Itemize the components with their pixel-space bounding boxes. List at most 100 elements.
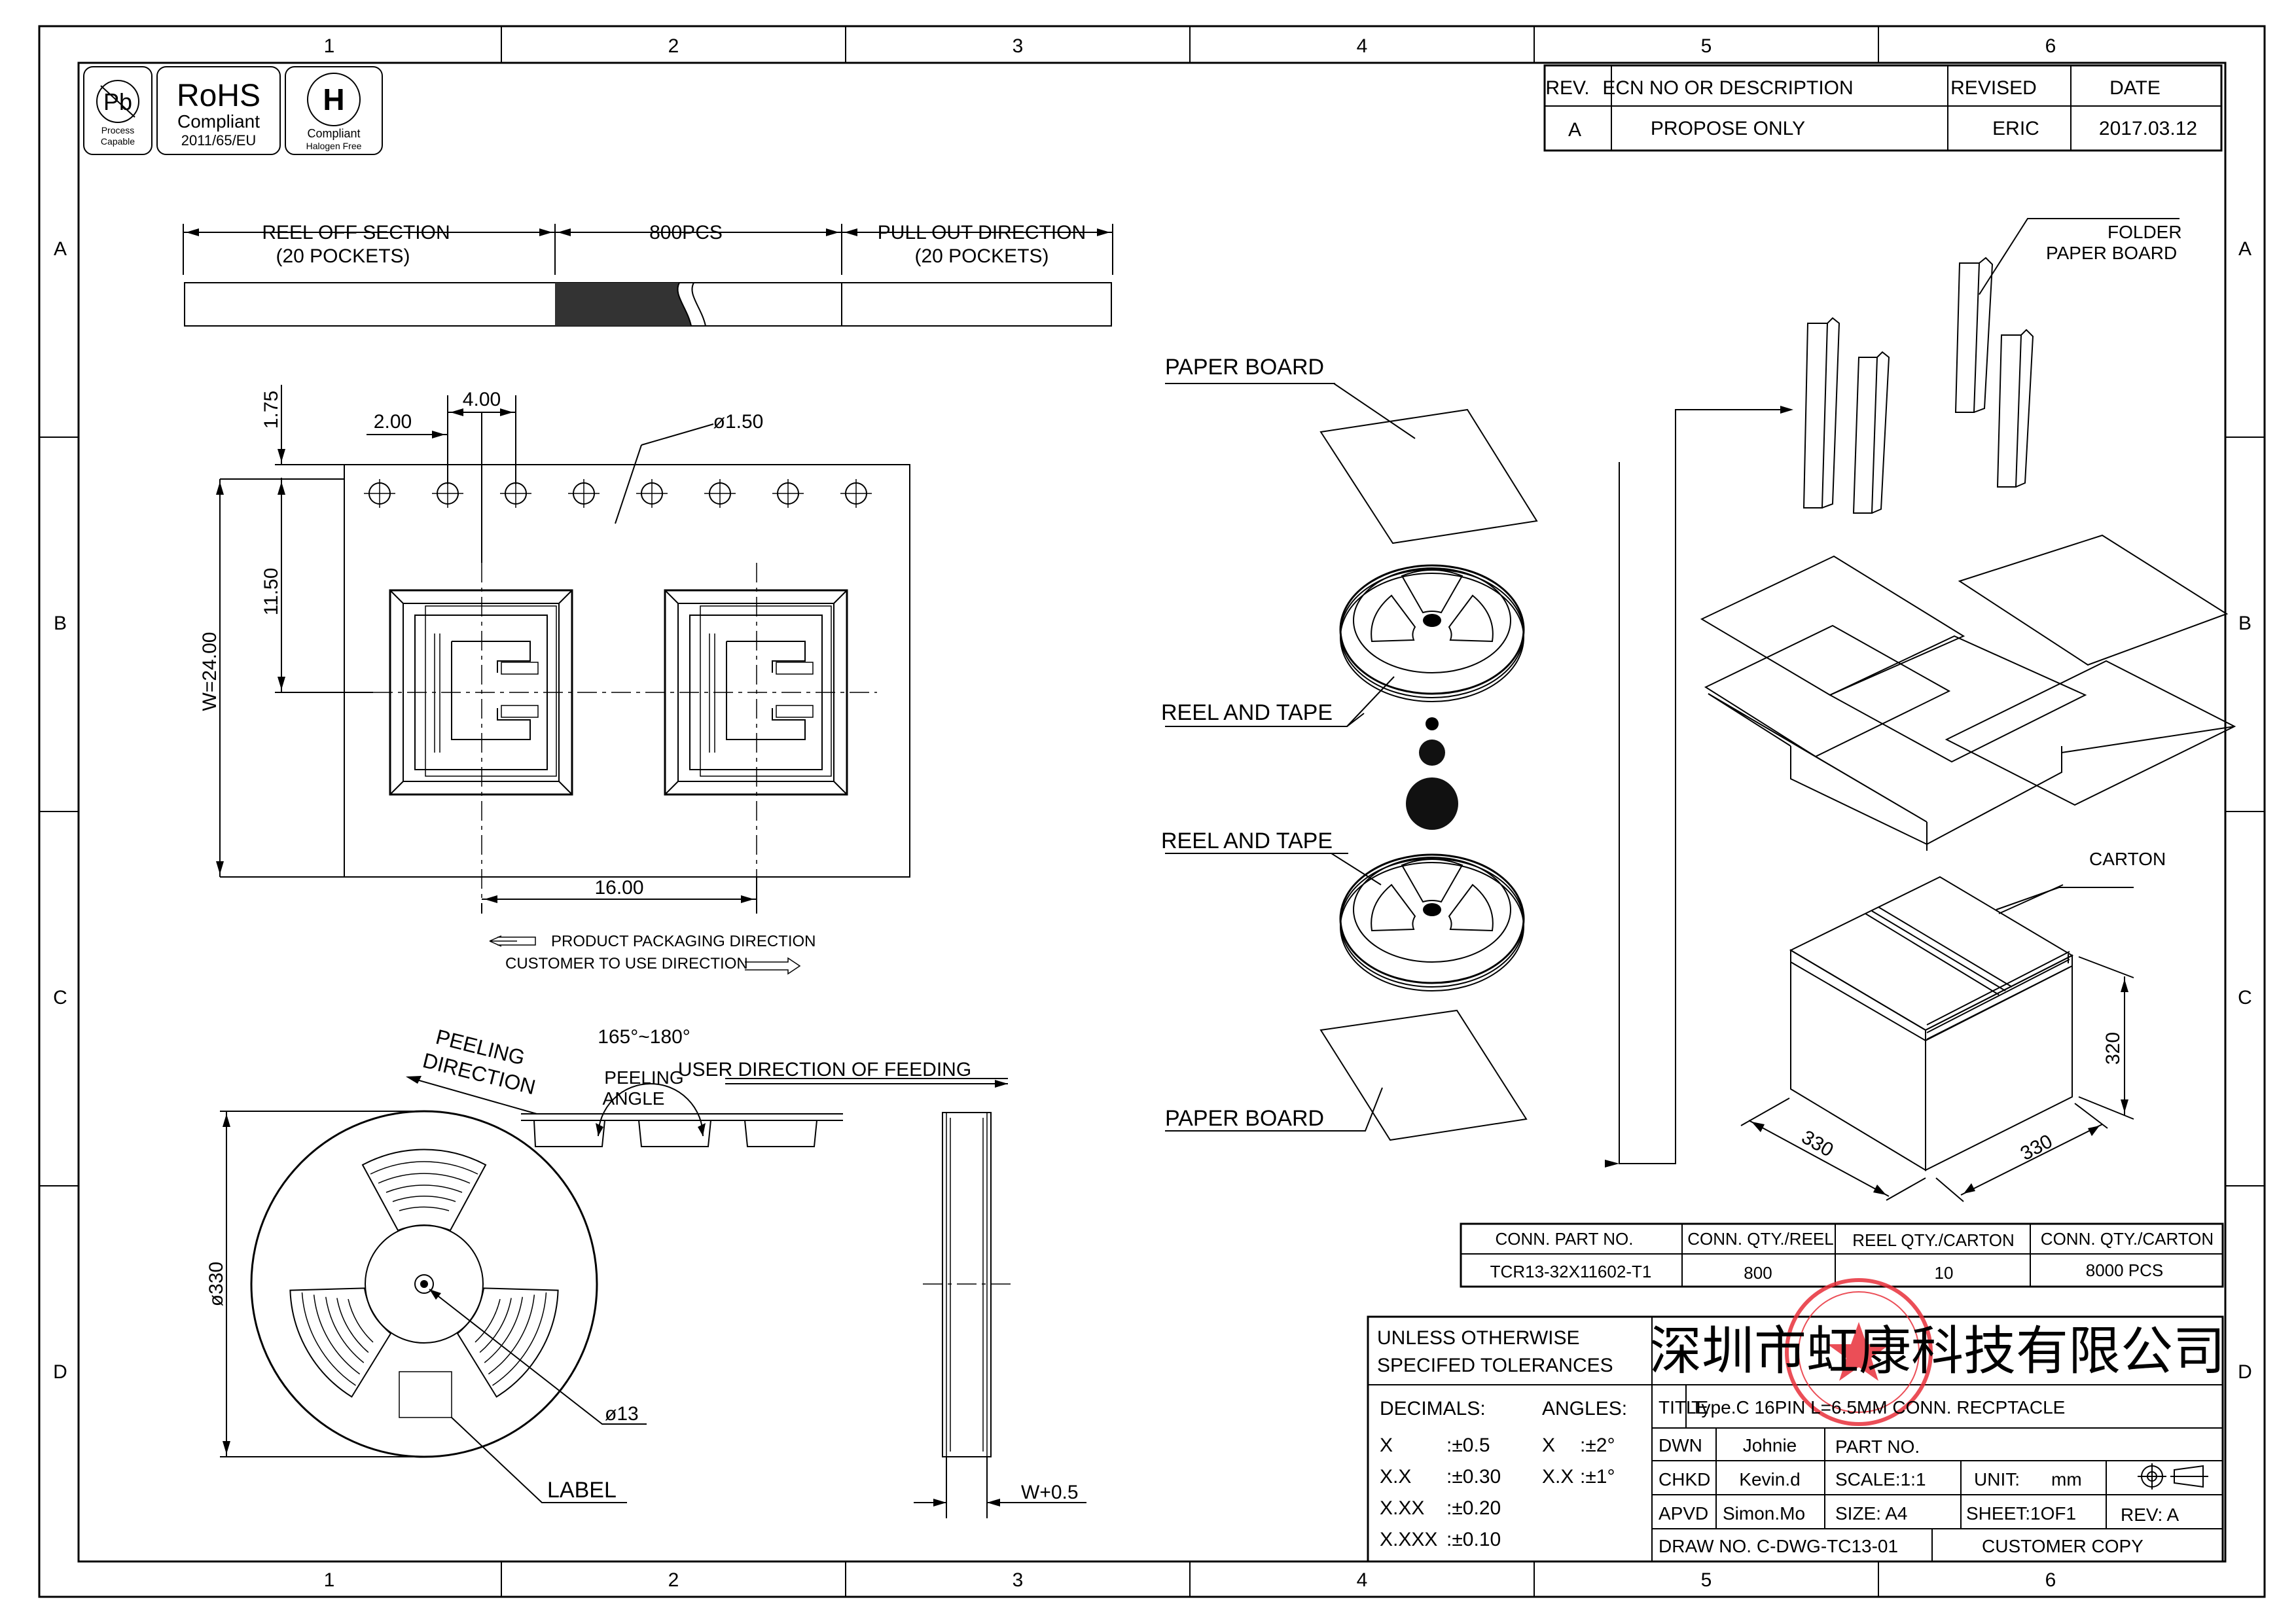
paper-board-top: PAPER BOARD [1165,355,1324,380]
svg-text:2011/65/EU: 2011/65/EU [181,132,257,149]
reel-width: W+0.5 [1021,1482,1079,1503]
angle-xx: X.X [1542,1466,1573,1488]
carton-dim-330a: 330 [1798,1126,1837,1162]
row-label-right-b: B [2238,613,2251,634]
col-label-top-3: 3 [1013,35,1024,57]
reel-iso-1 [1339,564,1525,702]
pull-out-direction: PULL OUT DIRECTION [878,222,1086,243]
dwn-value: Johnie [1743,1435,1797,1455]
row-label-right-d: D [2238,1361,2252,1383]
unit-value: mm [2051,1469,2082,1489]
col-label-bottom-3: 3 [1013,1569,1024,1591]
pcs-count: 800PCS [649,222,723,243]
reel-off-pockets: (20 POCKETS) [276,245,410,267]
angle-range: 165°~180° [598,1026,691,1048]
tol-xx: X.X [1380,1466,1411,1488]
label-area [399,1371,452,1418]
sheet-label: SHEET:1OF1 [1966,1503,2076,1524]
dim-1600: 16.00 [594,877,643,899]
reel-window-top [361,1149,487,1232]
user-direction-feeding: USER DIRECTION OF FEEDING [678,1059,971,1080]
projection-symbol-icon [2138,1463,2208,1489]
pb-free-logo: Pb Process Capable [83,66,152,155]
svg-text:Compliant: Compliant [307,127,360,140]
hub-diameter: ø13 [605,1403,639,1425]
carton-dim-320: 320 [2102,1032,2124,1065]
pull-out-pockets: (20 POCKETS) [914,245,1049,267]
carton-closed [1789,876,2074,1171]
scale-label: SCALE:1:1 [1835,1469,1926,1489]
carton-open [1700,534,2236,851]
reel-and-tape-2: REEL AND TAPE [1161,829,1333,853]
peel-tape [406,1076,1008,1147]
direction-notes: PRODUCT PACKAGING DIRECTION CUSTOMER TO … [489,933,816,975]
title-label: TITLE [1659,1397,1708,1418]
col-label-bottom-4: 4 [1357,1569,1368,1591]
qty-cell-reel: 800 [1744,1263,1772,1283]
svg-text:Compliant: Compliant [177,111,260,132]
reel-and-tape-1: REEL AND TAPE [1161,700,1333,725]
col-label-bottom-1: 1 [324,1569,335,1591]
tol-x: X [1380,1435,1393,1456]
rev-header-date: DATE [2109,77,2161,99]
title-block: UNLESS OTHERWISE SPECIFED TOLERANCES DEC… [1367,1278,2225,1563]
packing-exploded-view: PAPER BOARD REEL AND TAPE [1161,218,2236,1202]
svg-text:Process: Process [101,125,135,135]
folder-label-1: FOLDER [2108,222,2182,242]
col-label-top-4: 4 [1357,35,1368,57]
sheet-frame: 1 2 3 4 5 6 1 2 3 4 5 6 A B C D A B C D [38,25,2266,1598]
dim-150: ø1.50 [713,411,764,433]
tape-strip: REEL OFF SECTION (20 POCKETS) 800PCS PUL… [183,222,1113,327]
label-callout: LABEL [547,1478,617,1503]
reel-front-view: PEELING DIRECTION 165°~180° PEELING ANGL… [206,1025,1008,1503]
tol-x-val: :±0.5 [1446,1435,1490,1456]
angle-x-val: :±2° [1580,1435,1615,1456]
row-label-left-b: B [54,613,67,634]
rev-cell-revised: ERIC [1992,118,2039,139]
tolerance-heading-1: UNLESS OTHERWISE [1377,1327,1580,1349]
rev-cell-date: 2017.03.12 [2099,118,2197,139]
qty-cell-conn-carton: 8000 PCS [2086,1260,2164,1280]
angles-label: ANGLES: [1542,1398,1627,1419]
svg-text:Capable: Capable [101,136,135,147]
qty-header-carton: REEL QTY./CARTON [1852,1230,2015,1250]
row-label-right-a: A [2238,238,2251,260]
rev-label: REV: A [2121,1505,2179,1525]
tol-xxx: X.XX [1380,1497,1424,1519]
revision-table: REV. ECN NO OR DESCRIPTION REVISED DATE … [1543,64,2223,152]
tol-xxx-val: :±0.20 [1446,1497,1501,1519]
company-name: 深圳市虹康科技有限公司 [1649,1321,2225,1382]
reel-window-right [456,1287,559,1398]
chkd-value: Kevin.d [1739,1469,1800,1489]
carton-dim-330b: 330 [2017,1130,2056,1165]
reel-window-left [289,1287,392,1398]
dim-200: 2.00 [374,411,412,433]
dim-w2400: W=24.00 [199,632,221,711]
svg-text:RoHS: RoHS [177,79,260,113]
compliance-logos: Pb Process Capable RoHS Compliant 2011/6… [83,66,383,155]
decimals-label: DECIMALS: [1380,1398,1486,1419]
qty-header-conn-carton: CONN. QTY./CARTON [2041,1229,2214,1249]
row-label-left-d: D [53,1361,67,1383]
folder-boards [1803,257,2034,514]
tol-xxxx: X.XXX [1380,1529,1437,1550]
peeling-angle-2: ANGLE [603,1088,665,1109]
tol-xxxx-val: :±0.10 [1446,1529,1501,1550]
apvd-value: Simon.Mo [1723,1503,1805,1524]
col-label-bottom-6: 6 [2045,1569,2056,1591]
customer-use-direction: CUSTOMER TO USE DIRECTION [505,955,748,972]
dwn-label: DWN [1659,1435,1702,1455]
rev-header-ecn: ECN NO OR DESCRIPTION [1602,77,1853,99]
col-label-top-5: 5 [1701,35,1712,57]
qty-cell-carton: 10 [1935,1263,1954,1283]
row-label-left-a: A [54,238,67,260]
qty-cell-part: TCR13-32X11602-T1 [1490,1262,1652,1281]
qty-header-reel: CONN. QTY./REEL [1687,1229,1833,1249]
part-no-label: PART NO. [1835,1436,1920,1457]
halogen-free-logo: H Compliant Halogen Free [285,66,383,155]
company-stamp [1785,1278,1933,1426]
dim-1150: 11.50 [260,568,282,616]
col-label-top-1: 1 [324,35,335,57]
quantity-table: CONN. PART NO. CONN. QTY./REEL REEL QTY.… [1460,1222,2224,1288]
